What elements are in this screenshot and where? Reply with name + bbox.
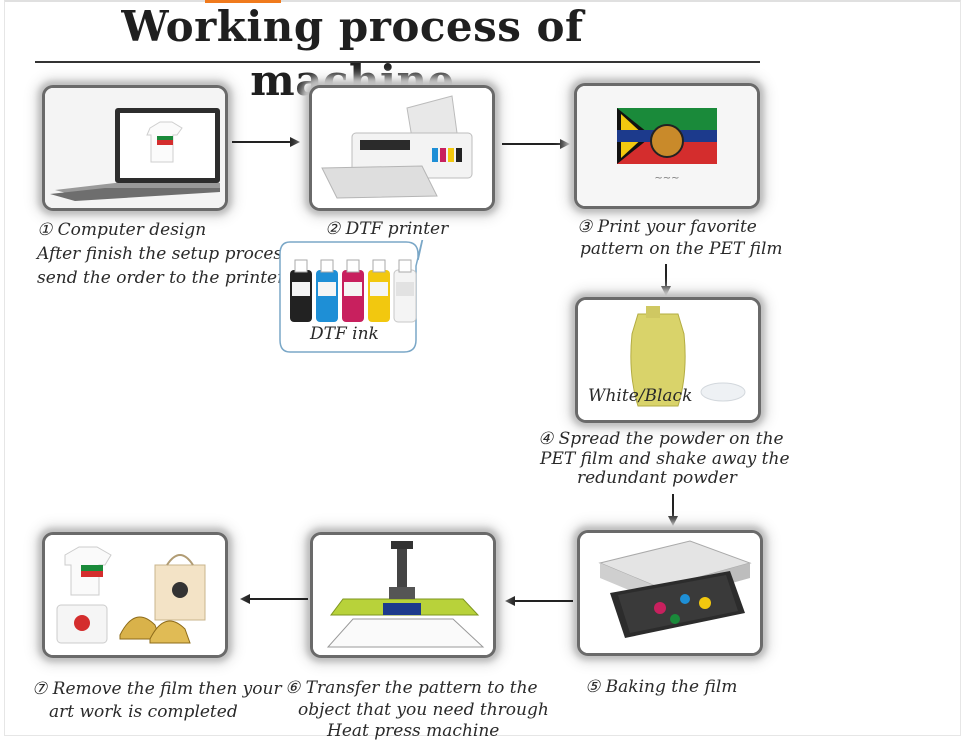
title-underline: [35, 61, 760, 63]
pet-film-pattern-icon: ~~~: [577, 86, 757, 206]
step-5-caption: ⑤ Baking the film: [585, 677, 738, 697]
arrow-left-icon: [505, 596, 573, 606]
step-5-image: [580, 533, 760, 653]
step-4-caption-line-3: redundant powder: [577, 468, 737, 488]
step-7-caption-line-2: art work is completed: [49, 702, 238, 722]
step-3-image: ~~~: [577, 86, 757, 206]
step-6-image: [313, 535, 493, 655]
step-6-caption-line-2: object that you need through: [298, 700, 549, 720]
step-7-caption-line-1: ⑦ Remove the film then your: [32, 679, 282, 699]
ink-label: DTF ink: [310, 324, 379, 344]
powder-color-label: White/Black: [588, 386, 693, 406]
finished-products-icon: [45, 535, 225, 655]
step-1-caption-line-3: send the order to the printer: [37, 268, 286, 288]
baking-oven-icon: [580, 533, 760, 653]
step-3-caption-line-2: pattern on the PET film: [580, 239, 783, 259]
step-6-caption-line-3: Heat press machine: [327, 721, 500, 741]
step-2-caption: ② DTF printer: [325, 219, 449, 239]
arrow-right-icon: [502, 139, 570, 149]
dtf-printer-icon: [312, 88, 492, 208]
step-4-caption-line-1: ④ Spread the powder on the: [538, 429, 784, 449]
step-7-image: [45, 535, 225, 655]
step-1-caption-line-2: After finish the setup process,: [37, 244, 297, 264]
step-1-image: [45, 88, 225, 208]
heat-press-icon: [313, 535, 493, 655]
arrow-left-icon: [240, 594, 308, 604]
page-title: Working process of machine: [121, 2, 584, 105]
step-4-image: [578, 300, 758, 420]
svg-text:~~~: ~~~: [654, 173, 679, 184]
step-3-caption-line-1: ③ Print your favorite: [577, 217, 757, 237]
step-1-caption-line-1: ① Computer design: [37, 220, 207, 240]
step-6-caption-line-1: ⑥ Transfer the pattern to the: [285, 678, 538, 698]
arrow-down-icon: [661, 264, 671, 296]
page-border: [4, 0, 961, 736]
step-2-image: [312, 88, 492, 208]
laptop-tshirt-icon: [45, 88, 225, 208]
arrow-down-icon: [668, 494, 678, 526]
powder-bag-icon: [578, 300, 758, 420]
step-4-caption-line-2: PET film and shake away the: [540, 449, 790, 469]
arrow-right-icon: [232, 137, 300, 147]
ink-bottles-icon: [290, 259, 417, 323]
top-accent-bar: [205, 0, 281, 3]
